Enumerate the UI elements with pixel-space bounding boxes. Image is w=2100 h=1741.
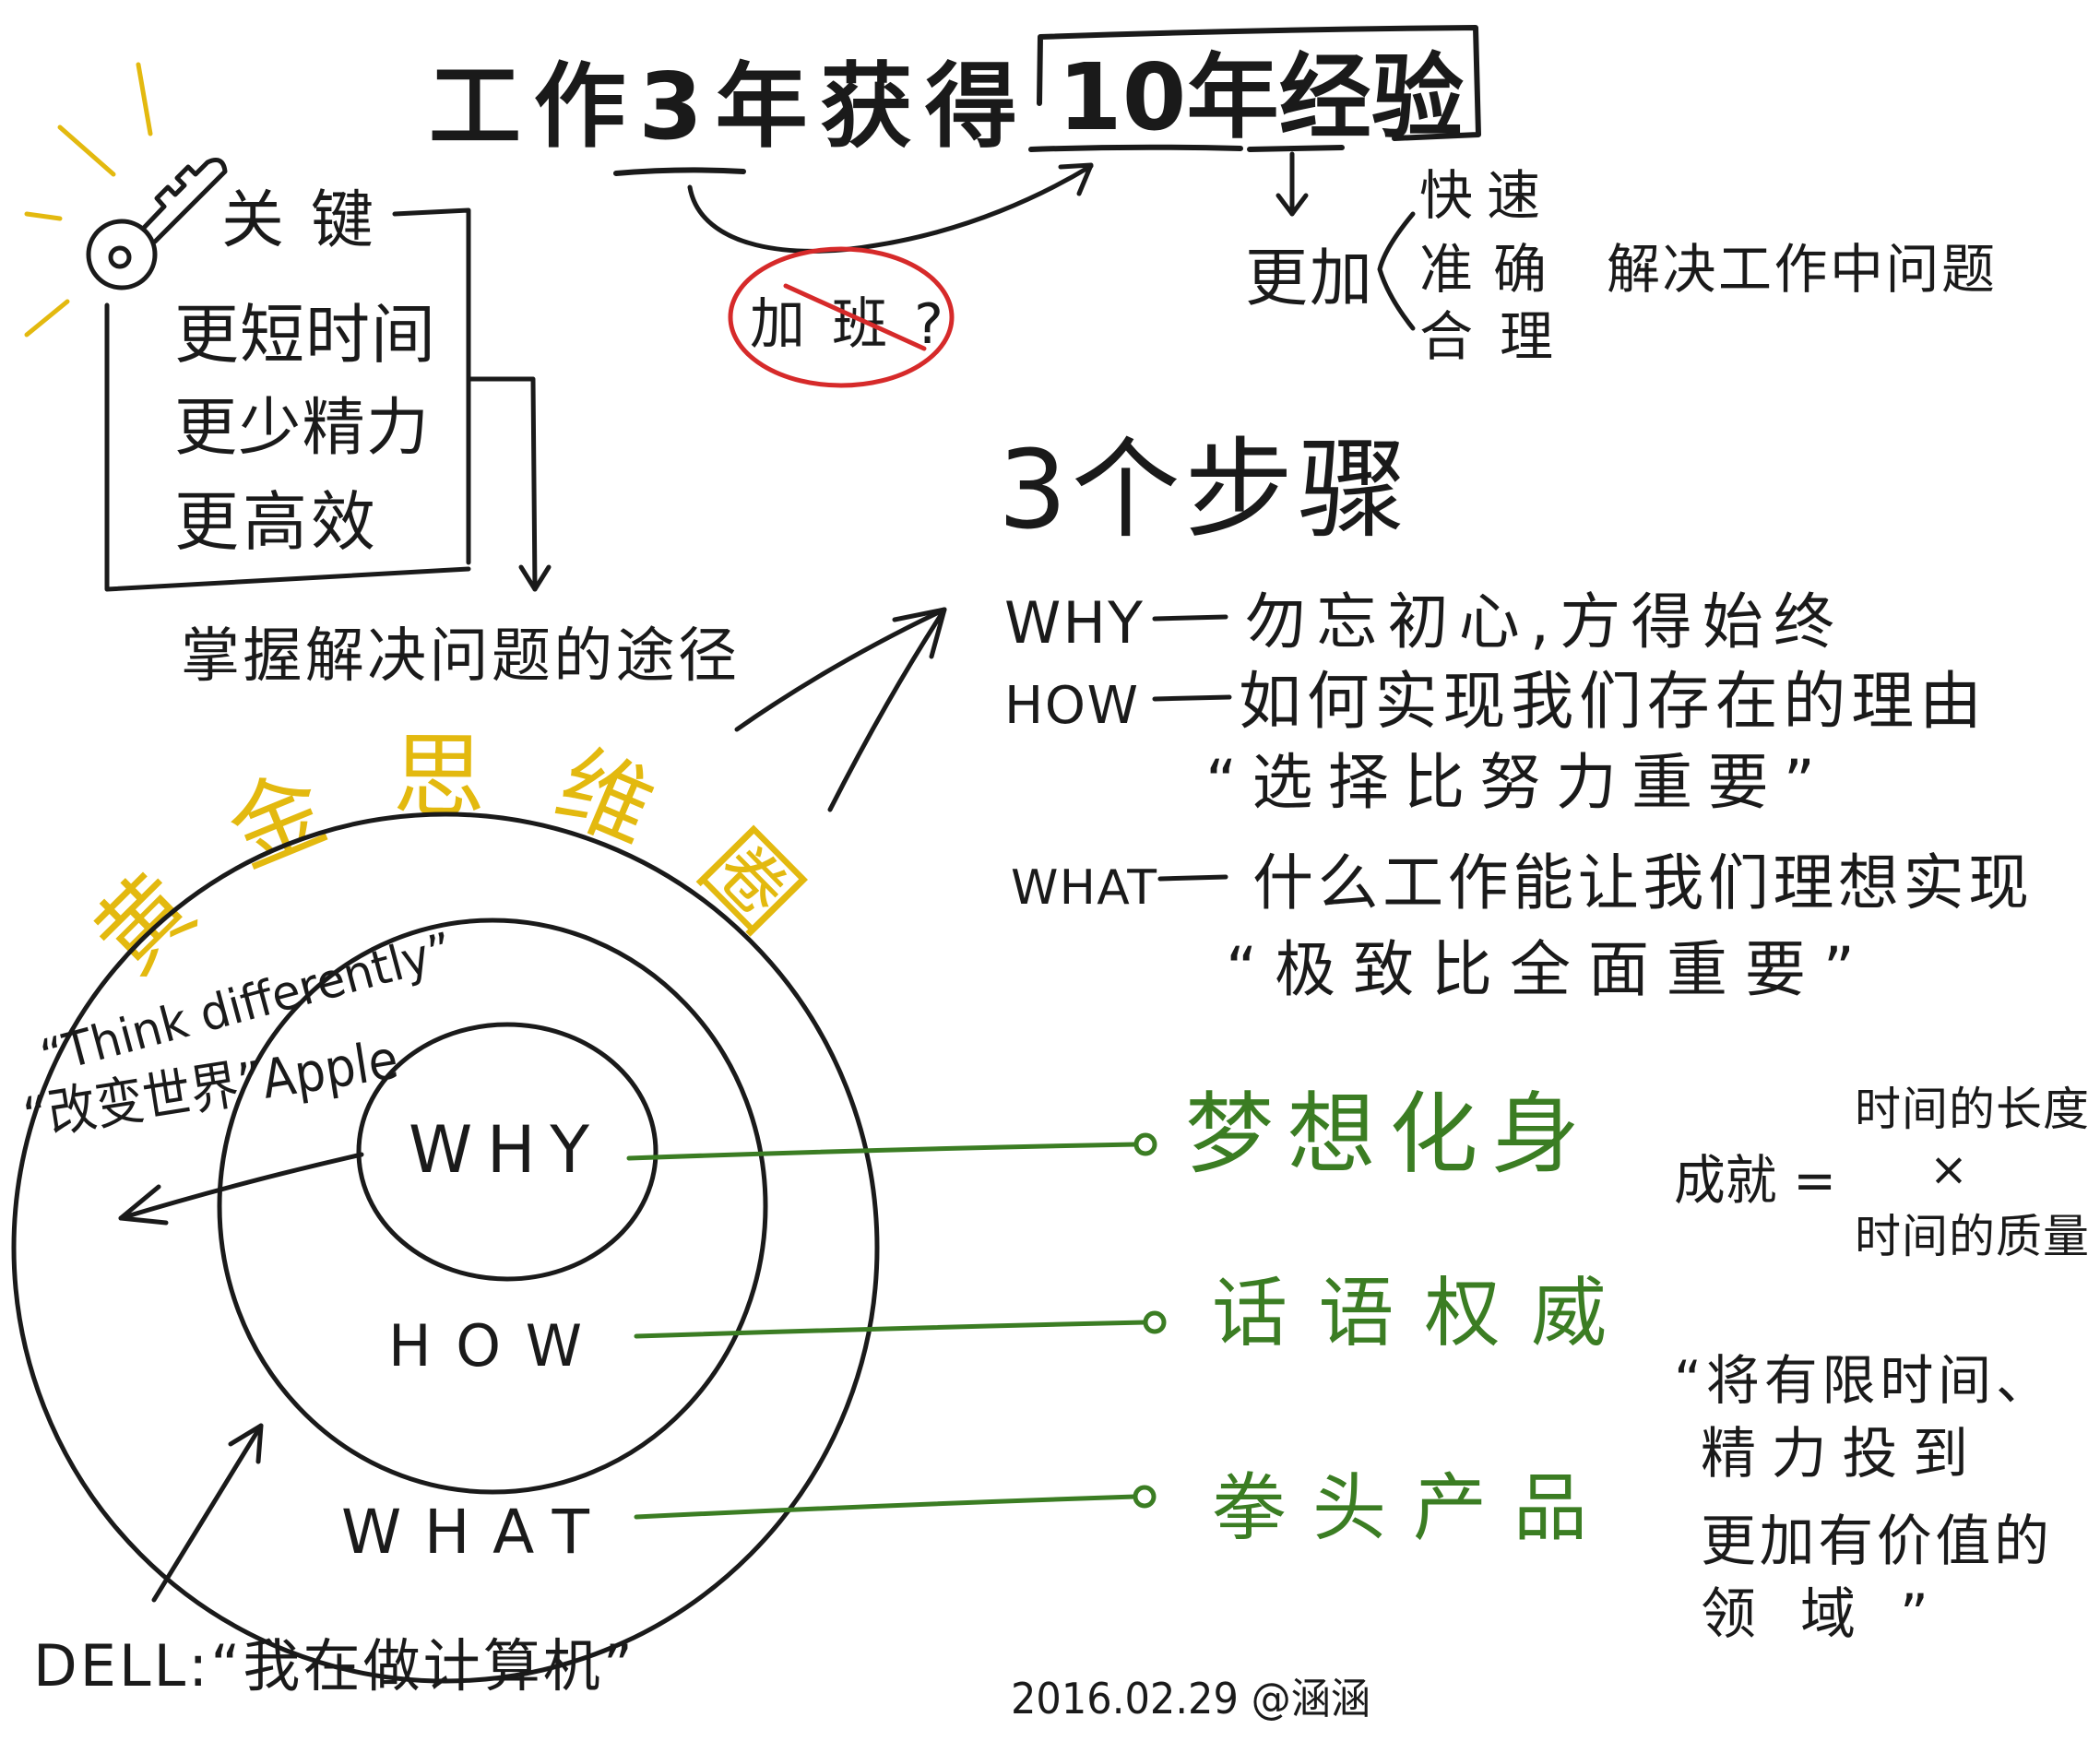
title-underline-experience <box>1247 145 1345 152</box>
curved-arrow-icon <box>687 162 1094 254</box>
more-target: 解决工作中问题 <box>1607 238 1995 301</box>
apple-arrow-icon <box>118 1152 364 1226</box>
golden-circle-title-text: 黄金思维圈 <box>74 723 867 998</box>
title-group: 工作3年获得 10年经验 <box>429 25 1481 176</box>
achievement-label: 成就 = <box>1674 1149 1836 1212</box>
title-underline-10-years <box>1028 144 1243 152</box>
step-what-quote: “极致比全面重要” <box>1226 934 1855 1005</box>
step-how-label: HOW <box>1004 676 1138 736</box>
more-option-accurate: 准确 <box>1419 238 1547 301</box>
steps-title: 3个步骤 <box>998 426 1406 553</box>
more-brace <box>1377 211 1416 331</box>
outcome-product: 拳头产品 <box>1212 1465 1587 1551</box>
down-arrow-icon <box>1275 151 1309 217</box>
outcome-connector-what <box>634 1485 1157 1520</box>
outcome-dream: 梦想化身 <box>1185 1083 1580 1186</box>
outcome-authority: 话语权威 <box>1212 1270 1607 1357</box>
achievement-top: 时间的长度 <box>1855 1083 2089 1136</box>
step-why-dash <box>1152 614 1228 622</box>
key-result: 掌握解决问题的途径 <box>181 622 737 691</box>
step-what-text: 什么工作能让我们理想实现 <box>1252 847 2029 918</box>
step-how-text: 如何实现我们存在的理由 <box>1239 666 1982 739</box>
key-item-more-efficient: 更高效 <box>174 484 375 560</box>
key-label: 关键 <box>221 184 374 257</box>
red-circle <box>728 246 955 388</box>
title-part2: 10年经验 <box>1058 43 1464 151</box>
signature: 2016.02.29 @涵涵 <box>1011 1674 1370 1723</box>
ring-middle <box>217 918 768 1495</box>
outcome-connector-why <box>626 1132 1157 1161</box>
step-why-label: WHY <box>1004 589 1143 657</box>
overtime-crossed: 加班? <box>728 246 955 388</box>
step-what-dash <box>1157 874 1228 882</box>
step-how-quote: “选择比努力重要” <box>1205 747 1815 818</box>
achievement-bottom: 时间的质量 <box>1855 1210 2089 1263</box>
dell-quote: DELL:“我在做计算机” <box>33 1632 633 1700</box>
advice-line-4: 领域” <box>1701 1582 1928 1647</box>
step-why-text: 勿忘初心,方得始终 <box>1245 586 1834 657</box>
step-what: WHAT 什么工作能让我们理想实现 “极致比全面重要” <box>1011 847 2029 1005</box>
title-underline-3-years <box>613 167 746 176</box>
steps-arrow-icon <box>734 607 947 812</box>
advice-line-1: “将有限时间、 <box>1674 1349 2049 1412</box>
ring-label-what: WHAT <box>341 1497 590 1568</box>
more-option-reasonable: 合理 <box>1419 305 1553 368</box>
step-what-label: WHAT <box>1011 860 1157 916</box>
title-box <box>1037 25 1481 141</box>
key-bracket <box>104 207 471 592</box>
ring-outer <box>11 811 880 1684</box>
step-how-dash <box>1152 694 1232 702</box>
achievement-operator: × <box>1929 1143 1968 1196</box>
strike-line <box>783 283 927 351</box>
more-label: 更加 <box>1245 243 1372 315</box>
dell-arrow-icon <box>151 1423 264 1603</box>
title-part1: 工作3年获得 <box>429 53 1017 160</box>
golden-circle-title: 黄金思维圈 <box>74 723 803 998</box>
key-item-shorter-time: 更短时间 <box>174 297 435 373</box>
step-how: HOW 如何实现我们存在的理由 “选择比努力重要” <box>1004 666 1982 818</box>
key-icon <box>86 158 228 290</box>
key-result-arrow-icon <box>466 376 552 592</box>
key-light-rays-icon <box>24 62 153 338</box>
outcome-connector-how <box>634 1310 1167 1339</box>
more-option-fast: 快速 <box>1419 164 1540 227</box>
key-item-less-energy: 更少精力 <box>174 392 429 465</box>
overtime-label: 加班? <box>750 292 943 357</box>
step-why: WHY 勿忘初心,方得始终 <box>1004 586 1834 657</box>
advice-line-3: 更加有价值的 <box>1701 1510 2049 1574</box>
advice-line-2: 精力投到 <box>1701 1422 1968 1486</box>
ring-label-why: WHY <box>409 1112 589 1188</box>
ring-inner <box>356 1022 658 1282</box>
ring-label-how: HOW <box>388 1312 582 1380</box>
